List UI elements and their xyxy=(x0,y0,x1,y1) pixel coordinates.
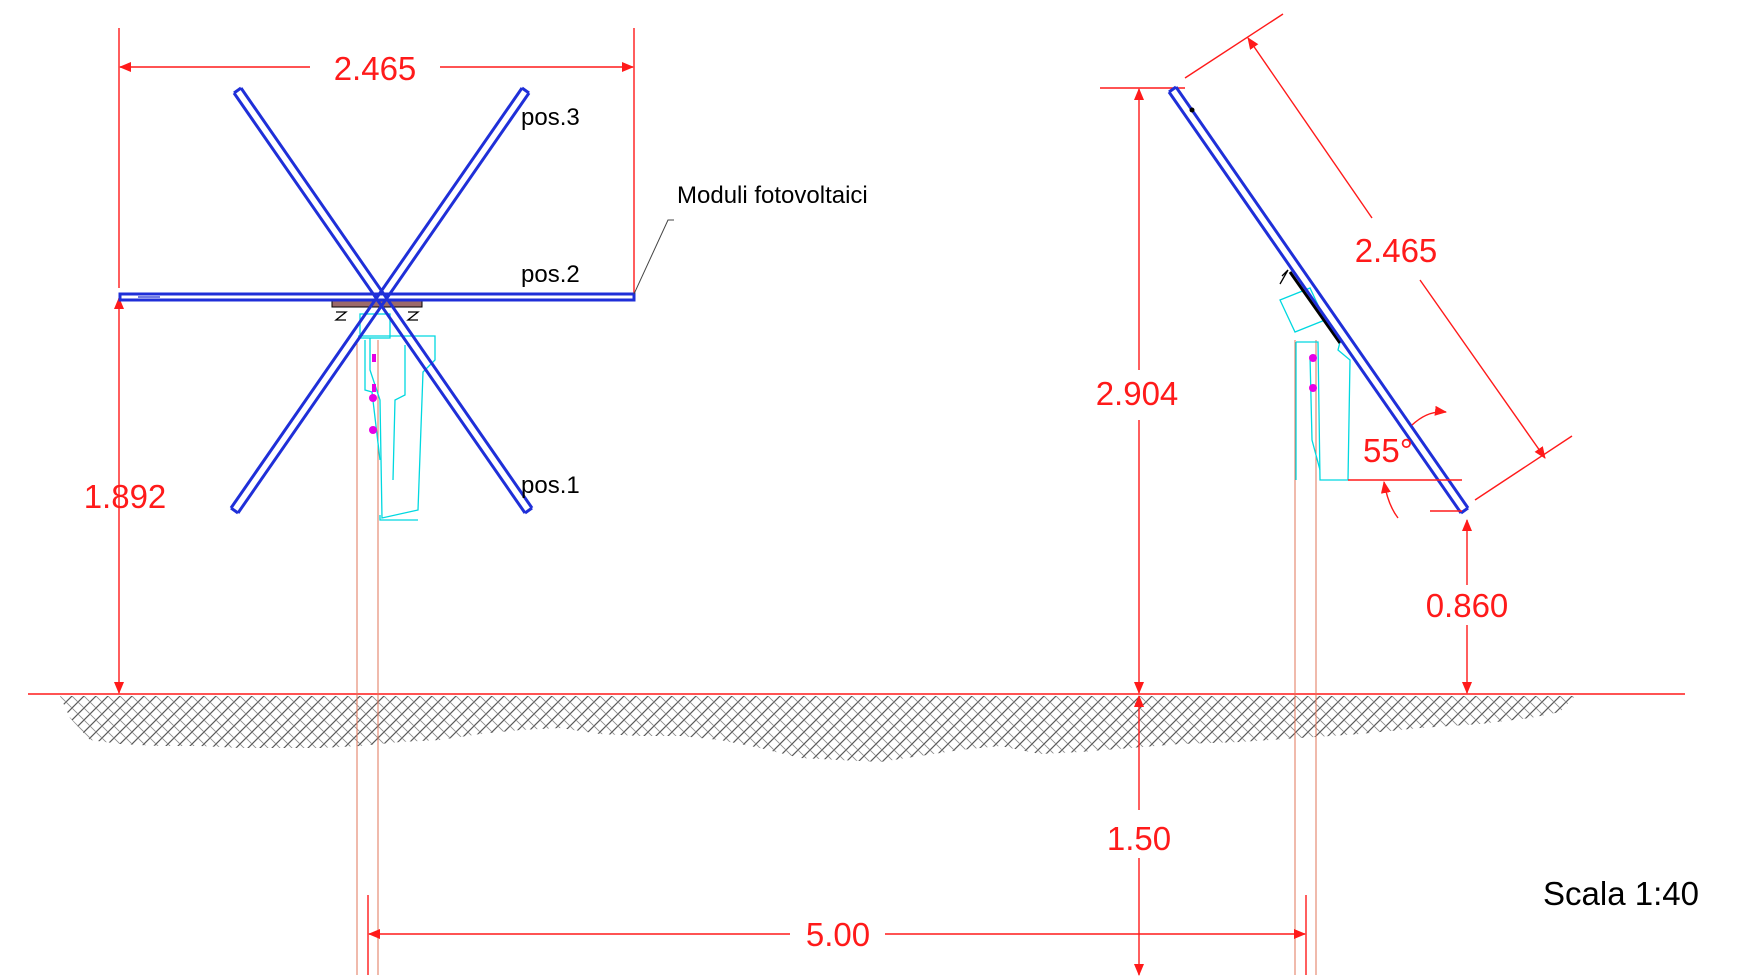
foundation-depth-dimension: 1.50 xyxy=(1107,820,1171,857)
bolt xyxy=(1309,354,1317,362)
position-label: pos.3 xyxy=(521,104,580,131)
bolt xyxy=(1309,384,1317,392)
bolt xyxy=(372,384,376,392)
extension-line xyxy=(1184,13,1284,79)
module-pos-1 xyxy=(229,86,531,515)
tracker-structure xyxy=(1279,287,1351,481)
bolt xyxy=(369,394,377,402)
panel-length-dimension: 2.465 xyxy=(1355,232,1438,269)
extension-line xyxy=(1474,435,1573,501)
post-spacing-dimension: 5.00 xyxy=(806,916,870,953)
ground xyxy=(28,693,1685,762)
height-dimension: 1.892 xyxy=(84,478,167,515)
callout-leader xyxy=(633,219,674,295)
tracker-structure xyxy=(358,313,436,521)
tilt-angle: 55° xyxy=(1363,432,1413,469)
label-bg xyxy=(1418,585,1516,625)
post-spacing: 5.00 xyxy=(367,895,1307,975)
dimension-line xyxy=(1419,279,1546,459)
angle-arc xyxy=(1411,405,1447,426)
position-label: pos.2 xyxy=(521,261,580,288)
total-height-dimension: 2.904 xyxy=(1096,375,1179,412)
left-view: 2.465 1.892 xyxy=(84,28,868,975)
module-tilted xyxy=(1167,85,1470,515)
angle-arc xyxy=(1380,481,1399,519)
foundation-depth: 1.50 xyxy=(1107,695,1171,976)
bolt xyxy=(372,354,376,362)
ground-hatch xyxy=(60,696,1575,762)
mount-bracket xyxy=(1279,269,1342,344)
bolt xyxy=(369,426,377,434)
dimension-line xyxy=(1247,37,1373,219)
clearance-dimension: 0.860 xyxy=(1426,587,1509,624)
callout-label: Moduli fotovoltaici xyxy=(677,182,868,209)
width-dimension: 2.465 xyxy=(334,50,417,87)
scale-label: Scala 1:40 xyxy=(1543,875,1699,912)
right-view: 2.904 2.465 xyxy=(1096,13,1573,975)
position-label: pos.1 xyxy=(521,472,580,499)
